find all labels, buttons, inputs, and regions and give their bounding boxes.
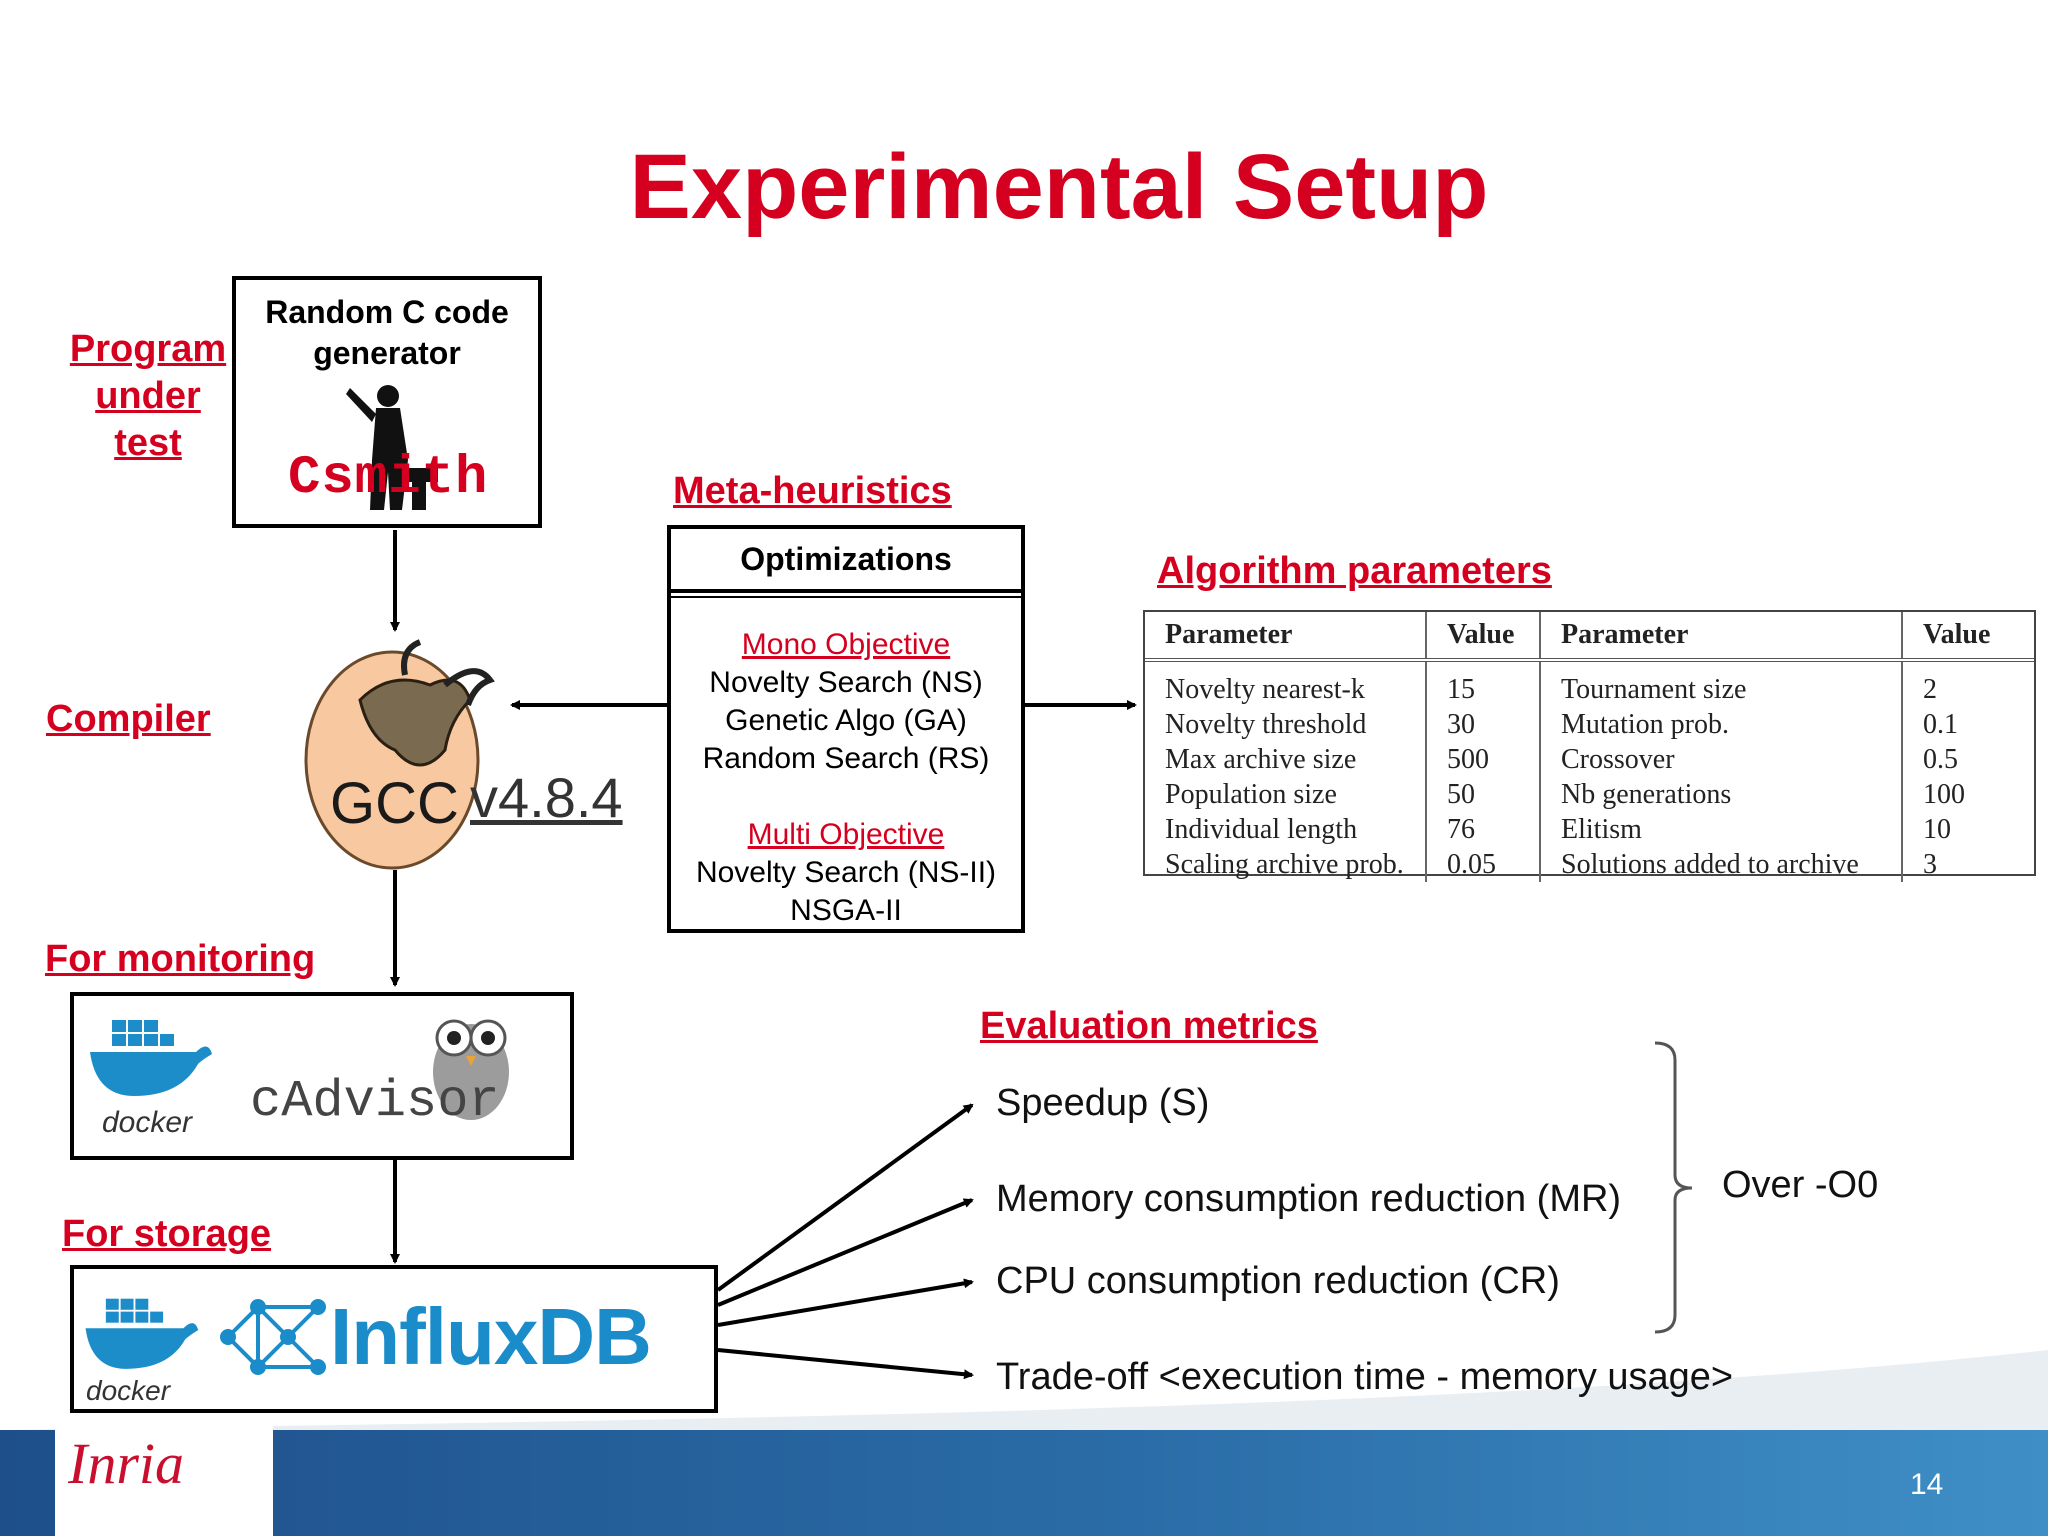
cell: 0.1 (1901, 707, 2034, 742)
multi-item: Novelty Search (NS-II) (695, 856, 997, 889)
gcc-version: v4.8.4 (470, 766, 623, 829)
multi-item: NSGA-II (790, 894, 902, 927)
cell: Novelty nearest-k (1165, 673, 1365, 705)
cell: Population size (1165, 778, 1337, 810)
cell: 100 (1901, 777, 2034, 812)
label-program-line2: under (95, 375, 201, 417)
col-header: Value (1901, 612, 2034, 662)
mono-objective-title: Mono Objective (741, 628, 951, 661)
cell: 3 (1901, 847, 2034, 882)
csmith-logo: Csmith (288, 448, 489, 509)
cell: 76 (1425, 812, 1540, 847)
optimizations-header: Optimizations (671, 529, 1021, 593)
mono-item: Genetic Algo (GA) (725, 704, 967, 737)
blacksmith-icon (346, 385, 438, 510)
label-compiler: Compiler (46, 698, 211, 740)
gcc-logo-text: GCC (330, 771, 459, 836)
cell: Tournament size (1539, 660, 1902, 707)
cell: Novelty threshold (1165, 708, 1367, 740)
page-number: 14 (1910, 1468, 1944, 1501)
docker-whale-icon (90, 1020, 212, 1096)
cell: 15 (1425, 660, 1540, 707)
arrow-storage-to-speedup (716, 1103, 974, 1292)
spacer (671, 778, 1021, 816)
cell: Mutation prob. (1539, 707, 1902, 742)
arrow-storage-to-tradeoff (717, 1348, 974, 1380)
cell: Solutions added to archive (1539, 847, 1902, 882)
table-row: Population size 50 Nb generations 100 (1145, 777, 2034, 812)
metric-cpu: CPU consumption reduction (CR) (996, 1260, 1560, 1302)
cell: 2 (1901, 660, 2034, 707)
inria-logo: Inria (68, 1431, 184, 1496)
arrow-storage-to-cpu (717, 1278, 974, 1327)
label-algorithm-parameters: Algorithm parameters (1157, 550, 1552, 592)
label-program-under-test: Program under test (58, 326, 238, 467)
cell: 50 (1425, 777, 1540, 812)
table-row: Novelty nearest-k 15 Tournament size 2 (1145, 660, 2034, 707)
mono-item: Novelty Search (NS) (709, 666, 983, 699)
optimizations-content: Mono Objective Novelty Search (NS) Genet… (671, 626, 1021, 930)
generator-title-line2: generator (313, 335, 461, 371)
cell: 0.05 (1425, 847, 1540, 882)
cell: 500 (1425, 742, 1540, 777)
docker-label: docker (102, 1106, 193, 1139)
optimizations-box: Optimizations Mono Objective Novelty Sea… (667, 525, 1025, 933)
arrow-storage-to-memory (717, 1198, 974, 1307)
footer-band (0, 1430, 2048, 1536)
metrics-brace (1654, 1041, 1693, 1334)
cell: 0.5 (1901, 742, 2034, 777)
generator-box: Random C code generator Csmith (232, 276, 542, 528)
influx-network-icon (220, 1299, 326, 1375)
cell: 30 (1425, 707, 1540, 742)
storage-box: docker InfluxDB (70, 1265, 718, 1413)
label-for-monitoring: For monitoring (45, 938, 316, 980)
cell: 10 (1901, 812, 2034, 847)
label-program-line1: Program (69, 328, 227, 370)
gcc-logo-icon (304, 639, 495, 870)
header-double-line (671, 596, 1021, 598)
generator-title: Random C code generator (236, 292, 538, 374)
metric-speedup: Speedup (S) (996, 1082, 1210, 1124)
docker-label: docker (86, 1375, 171, 1406)
label-evaluation-metrics: Evaluation metrics (980, 1005, 1318, 1047)
cell: Individual length (1165, 813, 1358, 845)
parameters-table: Parameter Value Parameter Value Novelty … (1143, 610, 2036, 882)
influxdb-logo-text: InfluxDB (330, 1292, 652, 1381)
cell: Max archive size (1165, 743, 1357, 775)
label-program-line3: test (114, 422, 182, 464)
parameters-header-row: Parameter Value Parameter Value (1145, 612, 2034, 662)
inria-logo-box (55, 1418, 273, 1536)
page-title: Experimental Setup (629, 136, 1489, 238)
table-row: Scaling archive prob. 0.05 Solutions add… (1145, 847, 2034, 882)
label-for-storage: For storage (62, 1213, 272, 1255)
multi-objective-title: Multi Objective (747, 818, 945, 851)
table-row: Individual length 76 Elitism 10 (1145, 812, 2034, 847)
cell: Elitism (1539, 812, 1902, 847)
cadvisor-label: cAdvisor (250, 1072, 500, 1131)
generator-title-line1: Random C code (265, 294, 509, 330)
docker-whale-icon (85, 1298, 199, 1369)
cell: Nb generations (1539, 777, 1902, 812)
cell: Scaling archive prob. (1165, 848, 1404, 880)
table-row: Max archive size 500 Crossover 0.5 (1145, 742, 2034, 777)
metric-tradeoff: Trade-off <execution time - memory usage… (996, 1356, 1734, 1398)
cell: Crossover (1539, 742, 1902, 777)
owl-icon (433, 1019, 509, 1120)
col-header: Parameter (1539, 612, 1902, 662)
col-header: Parameter (1145, 612, 1426, 662)
label-meta-heuristics: Meta-heuristics (673, 470, 952, 512)
col-header: Value (1425, 612, 1540, 662)
monitoring-box: docker cAdvisor (70, 992, 574, 1160)
metric-memory: Memory consumption reduction (MR) (996, 1178, 1622, 1220)
over-o0-label: Over -O0 (1722, 1164, 1879, 1206)
mono-item: Random Search (RS) (702, 742, 990, 775)
table-row: Novelty threshold 30 Mutation prob. 0.1 (1145, 707, 2034, 742)
